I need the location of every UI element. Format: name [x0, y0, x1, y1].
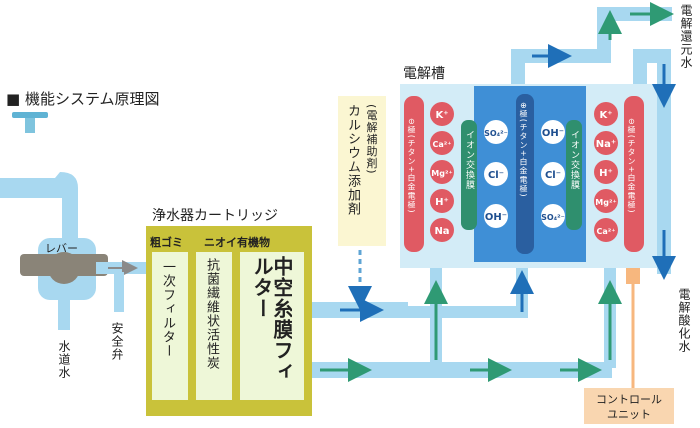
neg-electrode-left — [404, 96, 424, 252]
control-unit — [584, 388, 674, 424]
control-unit-line2: ユニット — [607, 408, 651, 421]
ion-label: OH⁻ — [485, 212, 507, 223]
ion-circle — [430, 189, 454, 213]
ion-label: Ca²⁺ — [433, 140, 452, 149]
ion-label: Mg²⁺ — [431, 169, 452, 178]
ion-label: K⁺ — [599, 110, 612, 121]
ion-label: Na — [434, 226, 449, 237]
cell-title: 電解槽 — [403, 66, 445, 82]
ion-label: SO₄²⁻ — [484, 129, 508, 138]
pos-electrode — [516, 94, 534, 254]
calcium-box — [338, 96, 386, 246]
ion-label: Cl⁻ — [488, 170, 504, 181]
reduced-water-pipe — [511, 7, 672, 84]
membrane-left-label: イオン交換膜 — [464, 130, 474, 190]
ion-label: H⁺ — [599, 168, 613, 179]
stage2-header: ニオイ有機物 — [204, 235, 270, 249]
ion-circle — [430, 218, 454, 242]
tap-water-label: 水道水 — [57, 340, 71, 379]
calcium-label: カルシウム添加剤 — [345, 104, 360, 216]
ion-circle — [430, 131, 454, 155]
control-connector — [626, 268, 640, 284]
pos-electrode-label: ⊕極(チタン+白金電極) — [519, 102, 528, 198]
ion-label: Na⁺ — [596, 139, 616, 150]
ion-label: OH⁻ — [542, 128, 564, 139]
ion-circle — [430, 160, 454, 184]
ion-circle — [594, 218, 618, 242]
ion-circle — [484, 204, 508, 228]
cartridge-title: 浄水器カートリッジ — [152, 208, 278, 224]
calcium-sub-label: (電解補助剤) — [365, 104, 378, 175]
ion-label: H⁺ — [435, 197, 449, 208]
ion-label: K⁺ — [435, 110, 448, 121]
ion-circle — [594, 160, 618, 184]
membrane-left — [461, 120, 477, 230]
diagram-title: ■ 機能システム原理図 — [6, 90, 160, 108]
ion-label: SO₄²⁻ — [541, 213, 565, 222]
stage2-label: 抗菌繊維状活性炭 — [204, 258, 219, 370]
safety-valve-pipe — [114, 272, 124, 312]
stage1-filter — [152, 252, 188, 400]
control-unit-line1: コントロール — [596, 393, 662, 406]
ion-label: Ca²⁺ — [597, 227, 616, 236]
ion-label: Mg²⁺ — [595, 198, 616, 207]
stage3-label: 中空糸膜フィルター — [252, 256, 292, 382]
membrane-right — [566, 120, 582, 230]
upper-manifold — [408, 306, 528, 318]
membrane-right-label: イオン交換膜 — [569, 130, 579, 190]
stage3-label-wrap: 中空糸膜フィルター — [240, 256, 304, 396]
neg-electrode-right — [624, 96, 644, 252]
acid-water-pipe — [633, 49, 671, 274]
ion-circle — [541, 204, 565, 228]
ion-circle — [594, 131, 618, 155]
stage2-filter — [196, 252, 232, 400]
ion-circle — [541, 120, 565, 144]
ion-label: Cl⁻ — [545, 170, 561, 181]
ion-circle — [484, 120, 508, 144]
stage1-header: 粗ゴミ — [150, 235, 183, 249]
ion-circle — [594, 189, 618, 213]
reduced-water-label: 電解還元水 — [679, 4, 693, 69]
ion-circle — [484, 162, 508, 186]
neg-electrode-left-label: ⊖極(チタン+白金電極) — [407, 118, 416, 214]
stage1-label: 一次フィルター — [160, 260, 175, 358]
lever-housing — [20, 238, 108, 330]
lower-outlet-pipe — [312, 362, 612, 378]
ion-circle — [594, 102, 618, 126]
safety-valve-label: 安全弁 — [110, 322, 124, 361]
ion-circle — [541, 162, 565, 186]
acid-water-label: 電解酸化水 — [677, 288, 691, 353]
ion-groups: K⁺ Ca²⁺ Mg²⁺ H⁺ Na SO₄²⁻ Cl⁻ OH⁻ OH⁻ Cl⁻ SO₄²⁻ K⁺ Na… — [430, 102, 618, 242]
stage3-filter — [240, 252, 304, 400]
lever-label: レバー — [45, 242, 78, 255]
ion-circle — [430, 102, 454, 126]
faucet — [0, 112, 78, 240]
neg-electrode-right-label: ⊖極(チタン+白金電極) — [627, 118, 636, 214]
